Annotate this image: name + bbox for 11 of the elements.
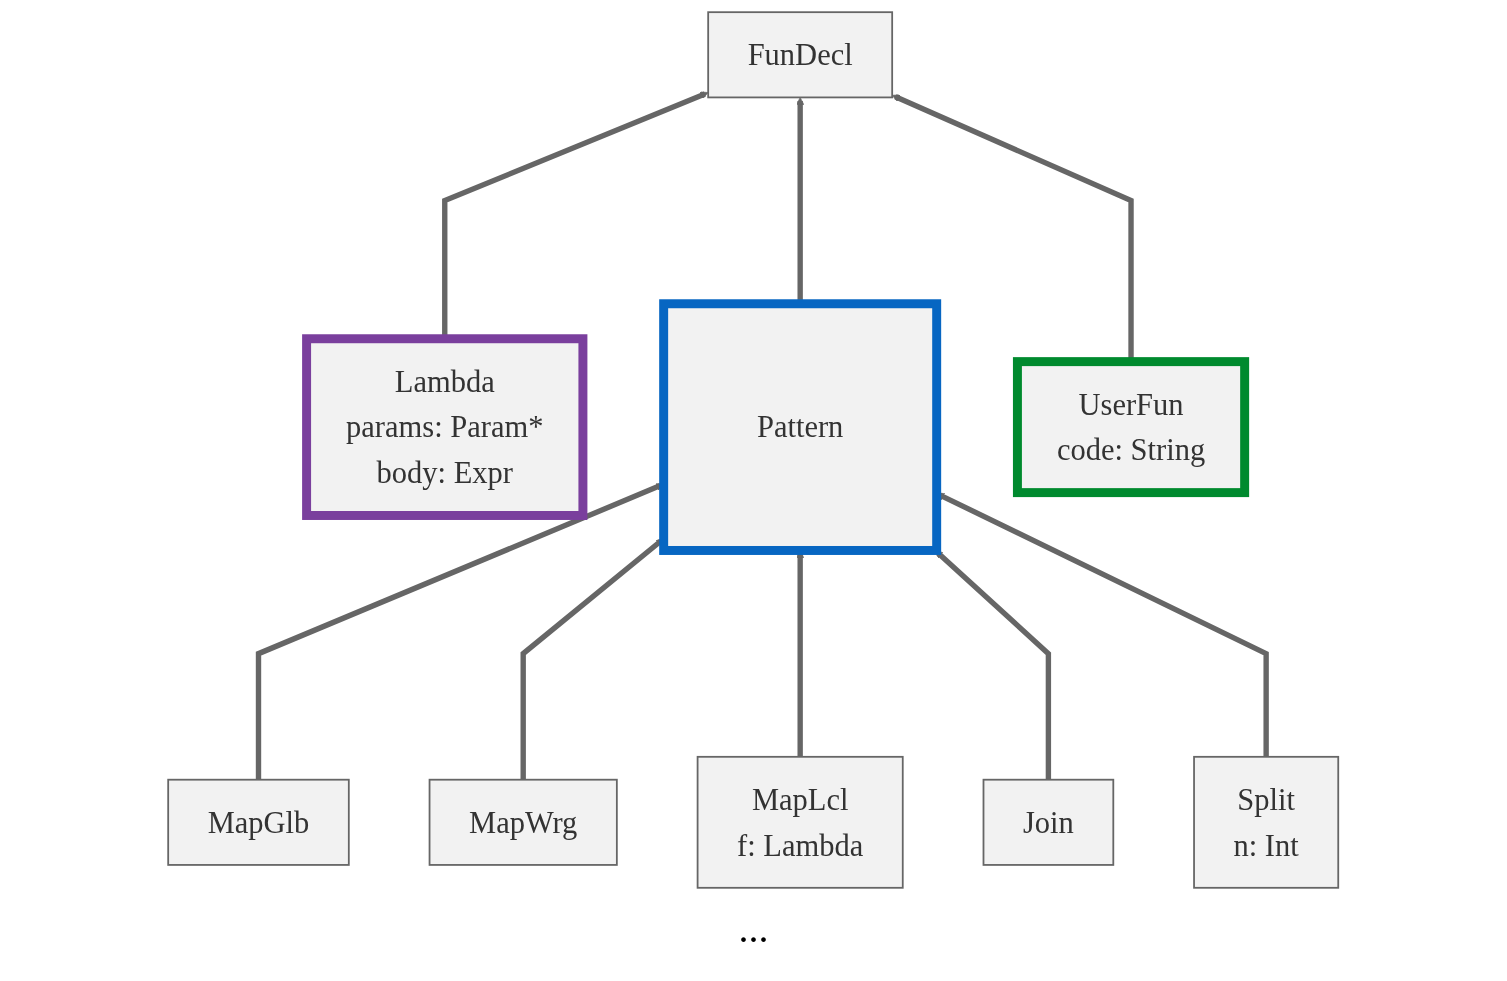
node-box: MapGlb <box>167 778 350 866</box>
node-box: MapLcl f: Lambda <box>697 755 904 889</box>
node-box: FunDecl <box>707 11 894 99</box>
node-box: Lambda params: Param* body: Expr <box>302 334 588 520</box>
node-box: UserFun code: String <box>1013 357 1250 498</box>
ellipsis-text: ... <box>738 905 769 952</box>
node-box: Join <box>982 778 1115 866</box>
arrow <box>935 550 1052 780</box>
node-box: Pattern <box>659 299 942 555</box>
node-box: Split n: Int <box>1193 755 1340 889</box>
node-box: MapWrg <box>428 778 619 866</box>
